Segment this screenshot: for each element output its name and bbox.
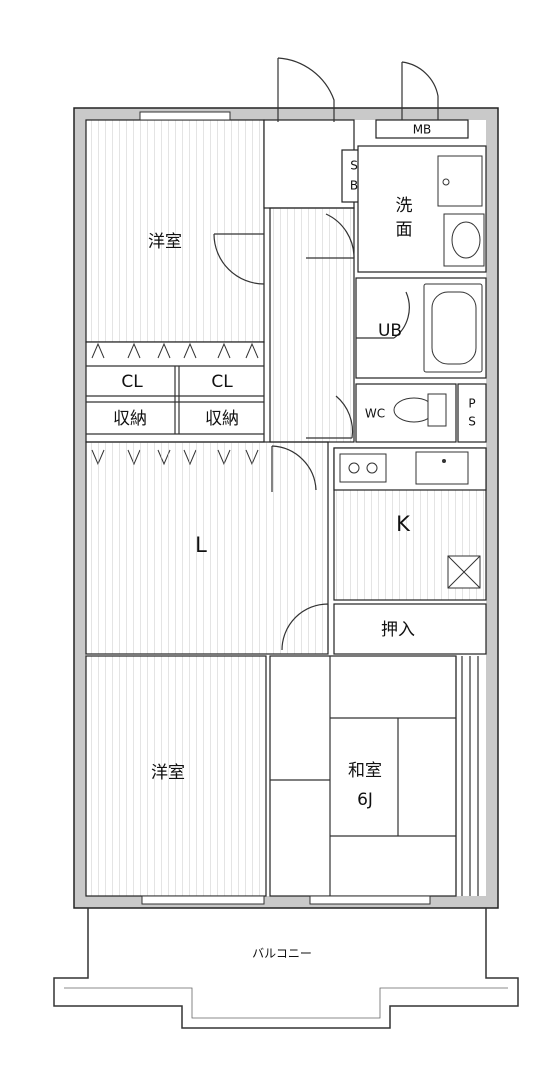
window-bottom-right — [309, 895, 431, 905]
oshiire-closet — [333, 603, 487, 655]
room-label-toilet: WC — [365, 407, 385, 421]
washroom — [357, 145, 487, 273]
ventilation-icon — [447, 555, 481, 589]
toilet — [355, 383, 457, 443]
door-swings — [213, 57, 439, 651]
pipe-space — [457, 383, 487, 443]
storage-label-left: 収納 — [113, 409, 147, 429]
closet-label-cl-right: CL — [211, 372, 233, 392]
label-pipe-space-2: S — [468, 415, 476, 429]
sink — [415, 451, 469, 485]
storage-label-right: 収納 — [205, 409, 239, 429]
meter-box — [375, 119, 469, 139]
room-label-oshiire: 押入 — [381, 620, 415, 640]
balcony — [53, 908, 519, 1029]
room-label-western-top: 洋室 — [148, 232, 182, 252]
living-room-floor — [85, 441, 329, 655]
room-label-kitchen: K — [396, 512, 411, 536]
label-balcony: バルコニー — [252, 947, 312, 961]
japanese-room — [269, 655, 479, 897]
label-pipe-space-1: P — [468, 397, 475, 411]
closet-label-cl-left: CL — [121, 372, 143, 392]
label-shoe-box-2: B — [350, 179, 358, 193]
room-label-japanese-size: 6J — [357, 790, 373, 810]
stove — [339, 453, 387, 483]
room-label-living: L — [195, 533, 207, 557]
room-label-washroom-1: 洗 — [396, 196, 413, 216]
room-label-japanese: 和室 — [348, 761, 382, 781]
western-room-top-floor — [85, 119, 265, 343]
label-shoe-box-1: S — [350, 159, 358, 173]
hallway — [263, 119, 355, 443]
window-bottom-left — [141, 895, 265, 905]
window-top-left — [139, 111, 231, 121]
label-meter-box: MB — [413, 123, 432, 137]
faucet-icon — [442, 459, 446, 463]
unit-bath — [355, 277, 487, 379]
closet-area — [85, 341, 265, 443]
room-label-unit-bath: UB — [378, 321, 402, 341]
burner-icon — [348, 462, 360, 474]
room-label-washroom-2: 面 — [396, 220, 413, 240]
room-label-western-bottom: 洋室 — [151, 763, 185, 783]
burner-icon — [366, 462, 378, 474]
